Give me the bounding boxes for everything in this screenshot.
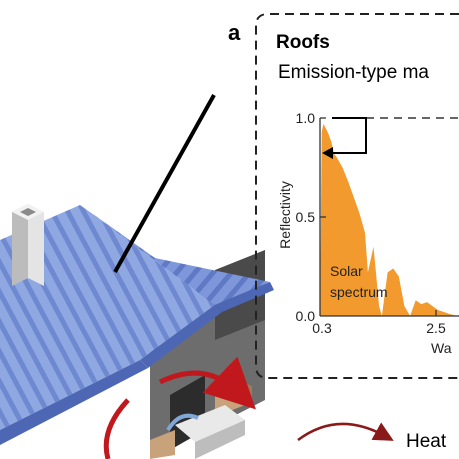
y-axis-label: Reflectivity bbox=[277, 181, 293, 249]
roof-front bbox=[0, 205, 215, 430]
x-axis-label: Wa bbox=[431, 340, 452, 356]
y-tick-label-1.0: 1.0 bbox=[296, 110, 316, 126]
panel-border bbox=[255, 13, 459, 379]
heat-flow-arrow-left bbox=[103, 398, 130, 459]
roof-panel: a Roofs Emission-type ma bbox=[228, 13, 459, 379]
heat-legend: Heat bbox=[297, 422, 447, 452]
series-label-spectrum: spectrum bbox=[330, 284, 388, 300]
bracket-arrow bbox=[326, 117, 367, 154]
heat-flow-arrow-top bbox=[158, 356, 256, 410]
panel-letter: a bbox=[228, 20, 241, 45]
panel-subtitle: Emission-type ma bbox=[278, 62, 429, 83]
reflectivity-chart: 1.0 0.5 0.0 0.3 2.5 Reflectivity Wa Sola… bbox=[277, 110, 459, 356]
y-tick-label-0.5: 0.5 bbox=[296, 209, 316, 225]
chimney bbox=[12, 204, 44, 286]
callout-line bbox=[113, 94, 216, 273]
x-tick-label-2.5: 2.5 bbox=[426, 320, 446, 336]
heat-legend-label: Heat bbox=[406, 431, 447, 452]
panel-title: Roofs bbox=[276, 32, 330, 53]
roof-side bbox=[80, 205, 270, 305]
x-tick-label-0.3: 0.3 bbox=[312, 320, 332, 336]
solar-spectrum-fill bbox=[320, 123, 459, 316]
solar-spectrum-area bbox=[320, 123, 459, 316]
y-tick-label-0.0: 0.0 bbox=[296, 308, 316, 324]
heat-legend-arrow bbox=[297, 422, 394, 442]
house-illustration bbox=[0, 204, 274, 459]
series-label-solar: Solar bbox=[330, 263, 363, 279]
